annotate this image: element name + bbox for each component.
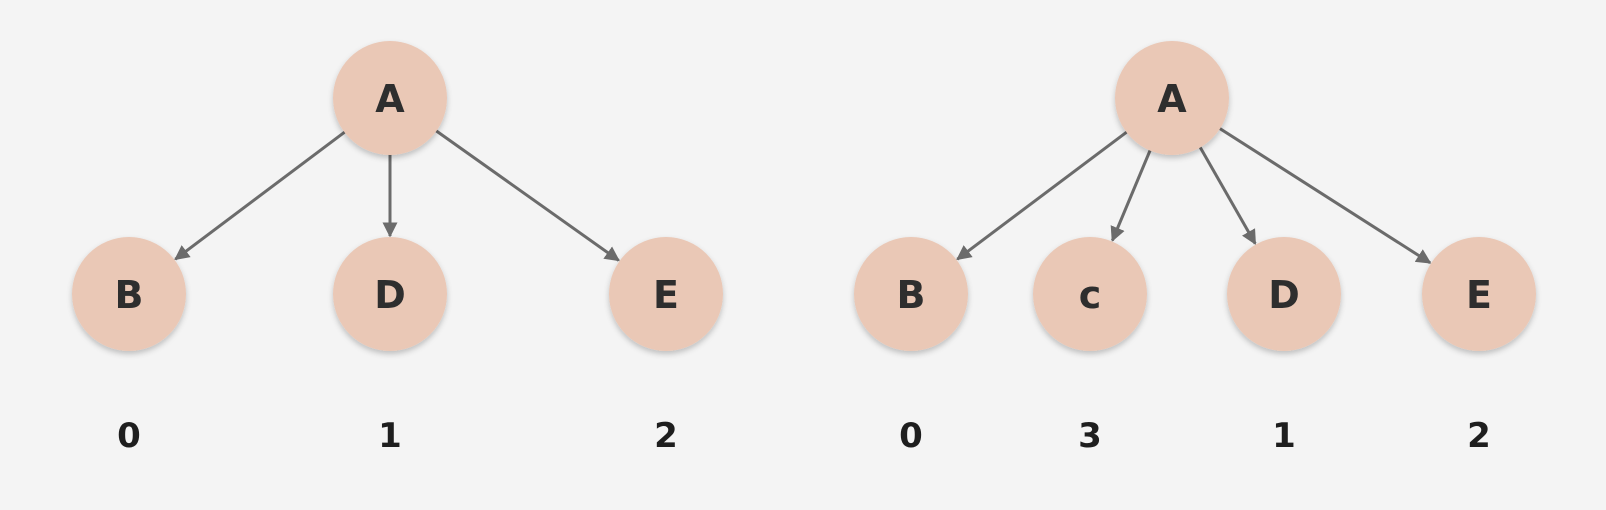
tree-1-node-d-circle (333, 237, 447, 351)
tree-2-node-d-label: D (1268, 273, 1300, 317)
edges-layer (174, 126, 1432, 265)
tree-2-edge-a-to-c (1110, 148, 1153, 242)
tree-2-node-a-root: A (1115, 41, 1229, 155)
tree-1-node-b: B (72, 237, 186, 351)
tree-1-node-e-circle (609, 237, 723, 351)
tree-2-node-e-label: E (1466, 273, 1492, 317)
tree-2-node-e-circle (1422, 237, 1536, 351)
tree-2-edge-a-to-d (1197, 145, 1257, 245)
tree-1-edge-a-to-b (174, 129, 347, 261)
tree-2-node-b-circle (854, 237, 968, 351)
tree-2-node-b-label: B (897, 273, 926, 317)
tree-2-node-e: E (1422, 237, 1536, 351)
tree-2-node-d-index: 1 (1272, 416, 1296, 456)
tree-2-node-e-index: 2 (1467, 416, 1491, 456)
tree-1-node-b-circle (72, 237, 186, 351)
tree-1-node-b-label: B (115, 273, 144, 317)
tree-2-edge-a-to-e (1217, 126, 1432, 265)
tree-1-node-d-label: D (374, 273, 406, 317)
tree-1-node-d-index: 1 (378, 416, 402, 456)
tree-1-node-e: E (609, 237, 723, 351)
tree-1-node-a-root-circle (333, 41, 447, 155)
tree-1-node-d: D (333, 237, 447, 351)
tree-2-node-d-circle (1227, 237, 1341, 351)
indices-layer: 0 1 2 0 3 1 2 (117, 416, 1491, 456)
tree-1-node-e-index: 2 (654, 416, 678, 456)
tree-2-node-a-root-label: A (1157, 77, 1187, 121)
tree-1-node-a-root-label: A (375, 77, 405, 121)
tree-2-node-b: B (854, 237, 968, 351)
tree-2-edge-a-to-b (956, 129, 1129, 261)
tree-2-node-a-root-circle (1115, 41, 1229, 155)
tree-1-node-e-label: E (653, 273, 679, 317)
tree-2-node-b-index: 0 (899, 416, 923, 456)
tree-2-node-c-index: 3 (1078, 416, 1102, 456)
tree-1-node-a-root: A (333, 41, 447, 155)
tree-1-edge-a-to-e (433, 128, 620, 262)
tree-2-node-c: c (1033, 237, 1147, 351)
tree-2-node-c-label: c (1079, 273, 1102, 317)
tree-2-node-c-circle (1033, 237, 1147, 351)
tree-2-node-d: D (1227, 237, 1341, 351)
tree-1-node-b-index: 0 (117, 416, 141, 456)
